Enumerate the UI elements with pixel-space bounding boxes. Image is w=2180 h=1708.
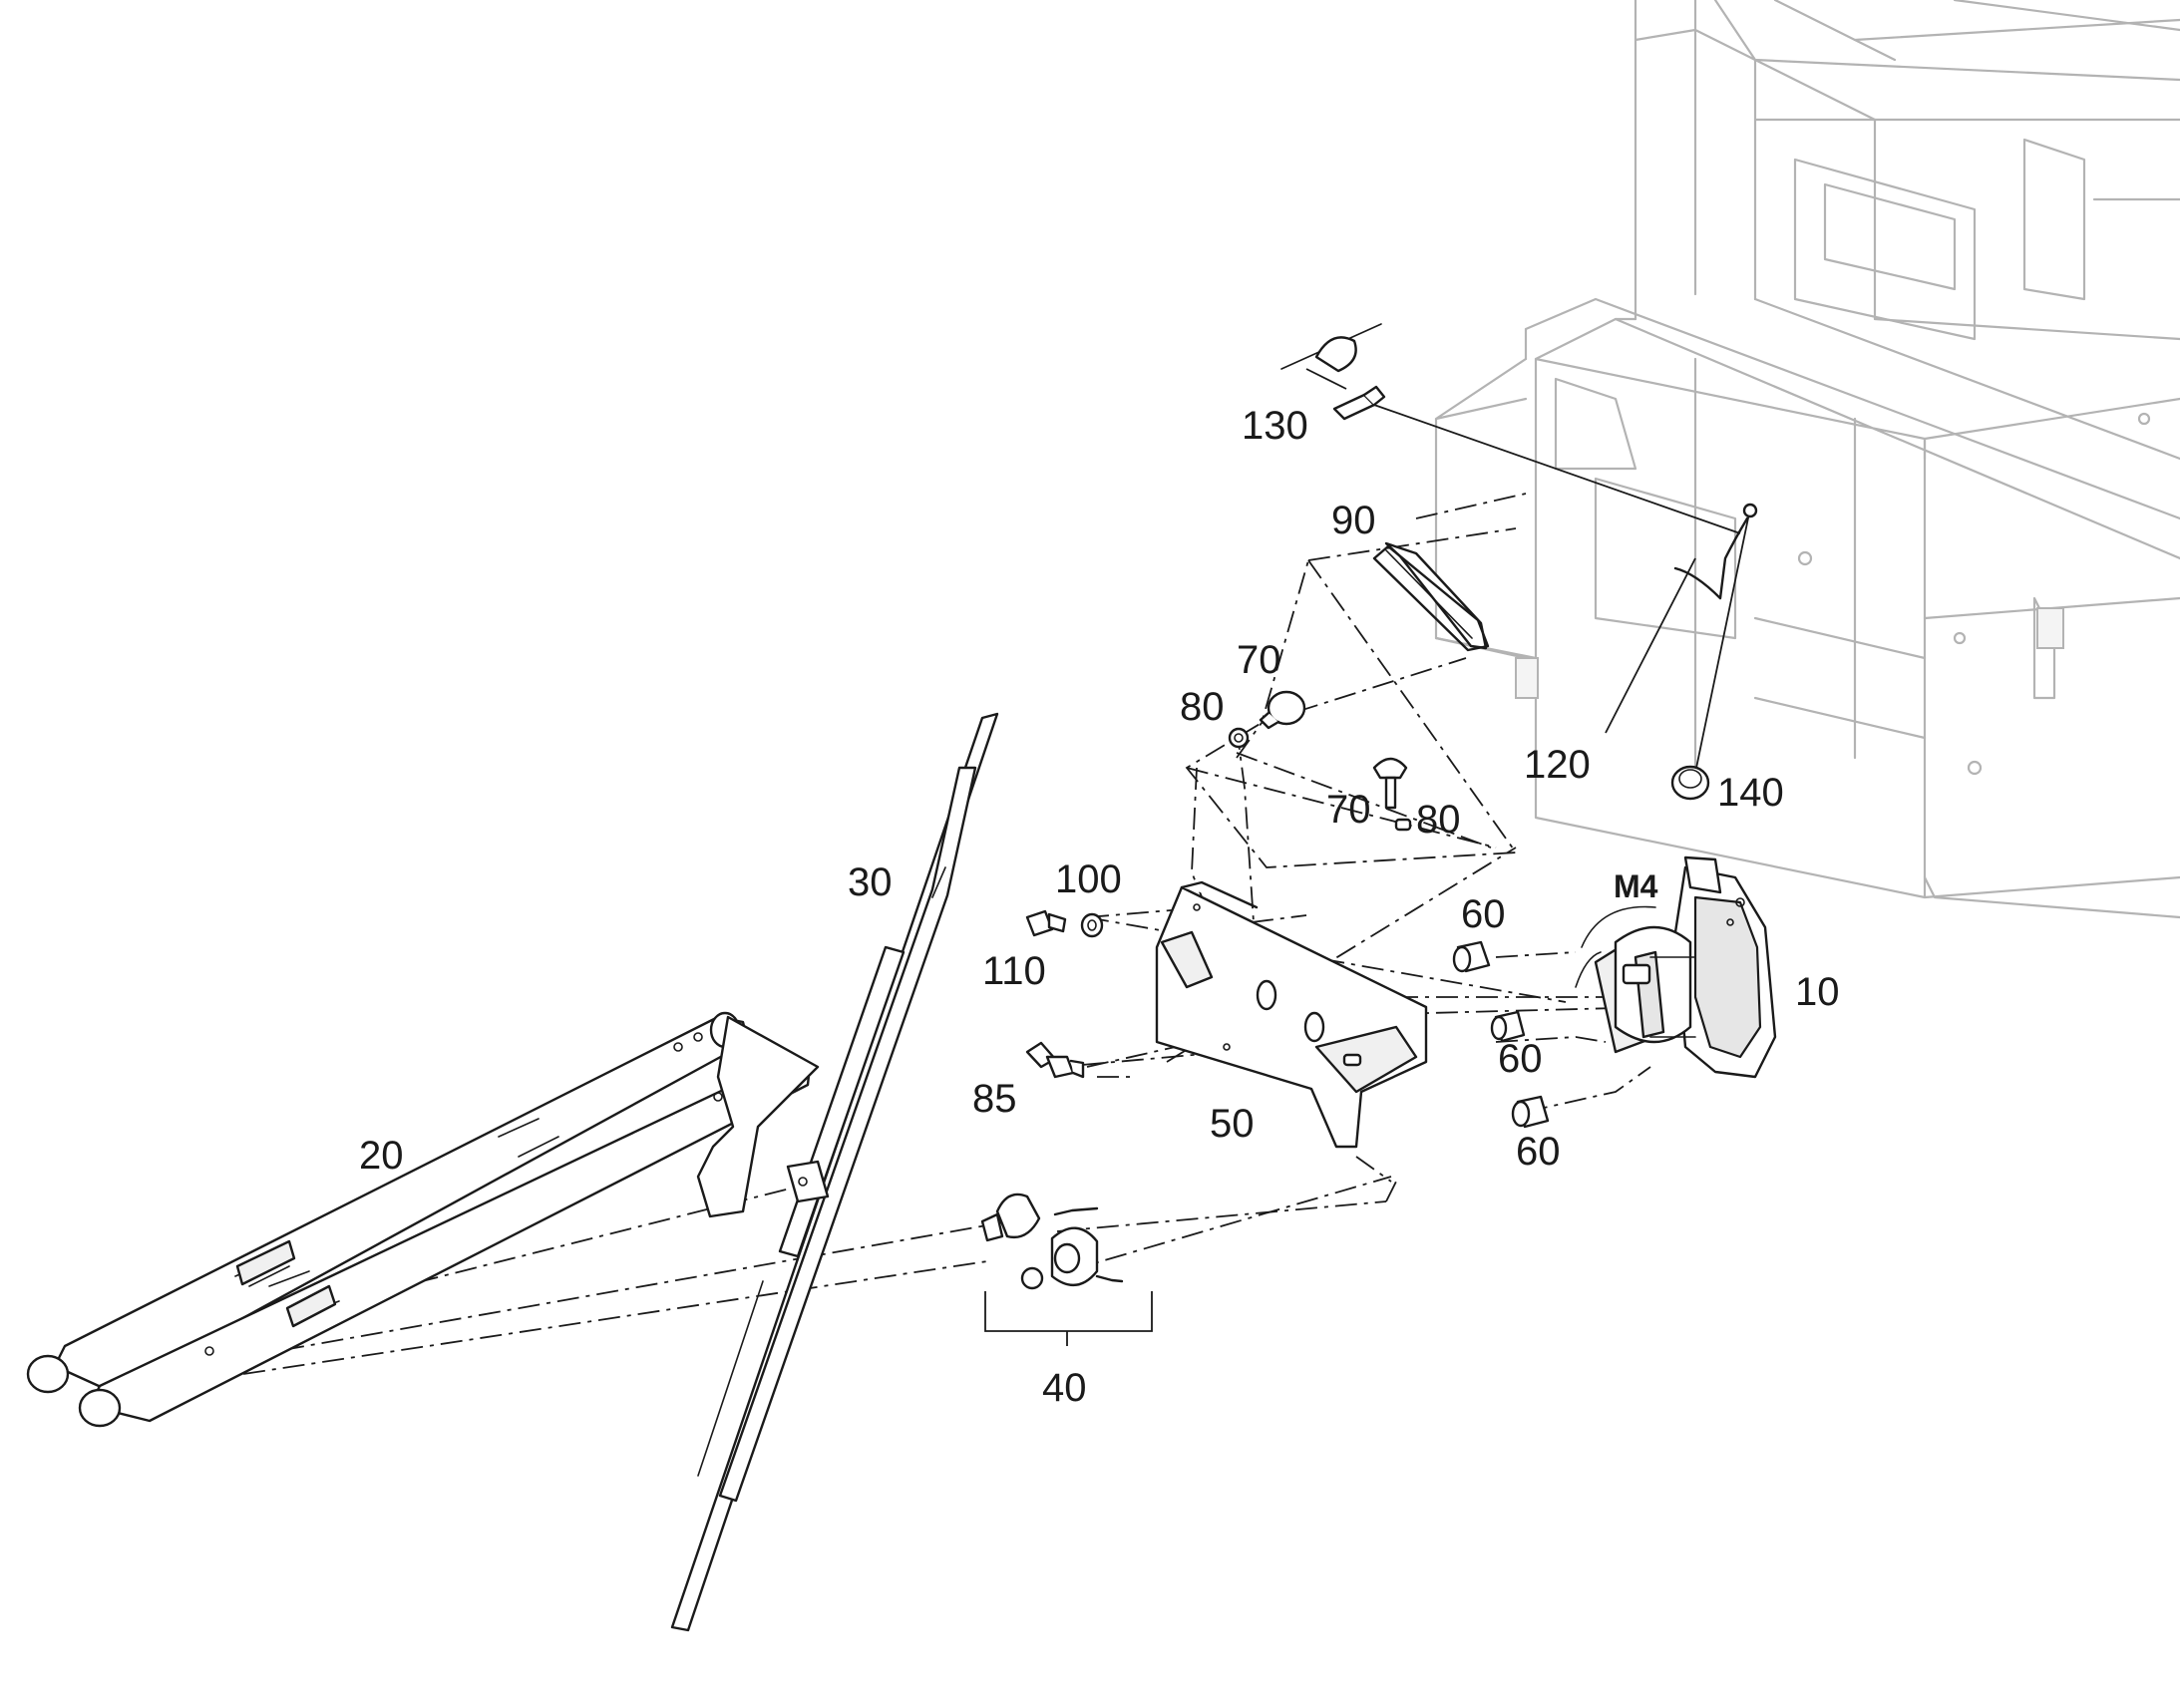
callout-30: 30: [848, 860, 893, 904]
callout-70-lower: 70: [1326, 788, 1371, 832]
part-60-spacers: [1452, 940, 1550, 1129]
callout-130: 130: [1242, 404, 1308, 448]
part-10-wiper-motor: [1575, 855, 1777, 1079]
callout-50: 50: [1210, 1102, 1255, 1146]
callout-100: 100: [1055, 857, 1122, 901]
part-130-clamp: [1280, 323, 1386, 421]
part-110-bolt: [1025, 909, 1067, 937]
part-30-wiper-blade: [670, 712, 999, 1632]
part-80-nut-lower: [1394, 818, 1412, 832]
part-70-knob-upper: [1259, 690, 1306, 730]
part-70-knob-lower: [1372, 757, 1408, 810]
part-120-cable: [1605, 503, 1758, 774]
callout-10: 10: [1795, 970, 1840, 1014]
part-50-bracket: [1155, 880, 1428, 1149]
callout-80-upper: 80: [1180, 685, 1225, 729]
callout-60-a: 60: [1461, 892, 1506, 936]
part-140-grommet: [1670, 765, 1710, 801]
callout-80-lower: 80: [1416, 798, 1461, 842]
callout-90: 90: [1331, 499, 1376, 542]
leader-lines: [1305, 368, 1347, 390]
part-80-nut-upper: [1228, 727, 1250, 749]
callout-60-b: 60: [1498, 1037, 1543, 1081]
part-90-seal: [1372, 541, 1490, 652]
part-85-elbow: [1025, 1041, 1085, 1079]
part-20-wiper-arm: [26, 1011, 820, 1428]
callout-40: 40: [1042, 1366, 1087, 1410]
callout-60-c: 60: [1516, 1130, 1561, 1174]
spacer-60-c: [1511, 1095, 1550, 1129]
callout-20: 20: [359, 1134, 404, 1178]
spacer-60-a: [1452, 940, 1491, 973]
part-40-mount-kit: [980, 1193, 1124, 1290]
part-100-washer: [1080, 912, 1104, 938]
callout-140: 140: [1717, 771, 1784, 815]
callout-85: 85: [972, 1077, 1017, 1121]
callout-110: 110: [982, 949, 1046, 993]
callout-120: 120: [1524, 743, 1591, 787]
machine-frame: [1434, 0, 2180, 919]
callout-70-upper: 70: [1237, 638, 1281, 682]
spacer-60-b: [1490, 1010, 1526, 1043]
callout-m4: M4: [1614, 868, 1658, 904]
bracket-40: [984, 1291, 1153, 1346]
callouts: 130 90 70 80 70 80 120 140 100 110 30 M4…: [359, 404, 1840, 1410]
